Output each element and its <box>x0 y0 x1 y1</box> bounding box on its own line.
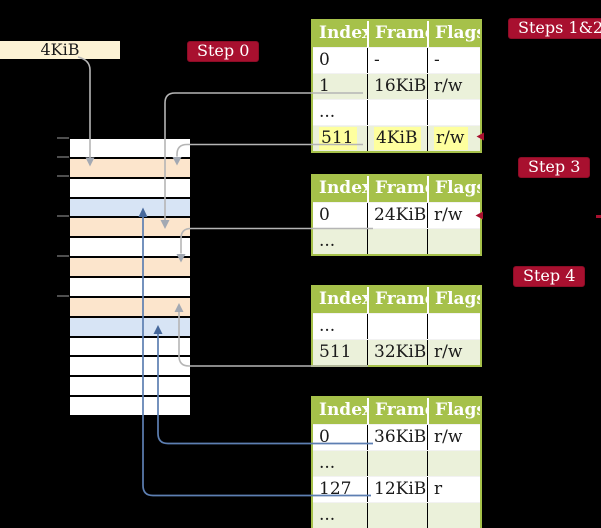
cell-frame: 16KiB <box>367 74 427 99</box>
column-header-frame: Frame <box>367 398 427 424</box>
cell-flags <box>427 100 480 125</box>
page-table-2: Index Frame Flags 0 24KiB r/w ... <box>311 174 482 256</box>
memory-frame-row-orange <box>70 158 190 177</box>
page-table-1: Index Frame Flags 0 - - 1 16KiB r/w ... … <box>311 19 482 153</box>
cell-flags: r/w <box>427 340 480 365</box>
table-row-highlighted: 511 4KiB r/w <box>313 125 480 151</box>
cell-flags <box>427 451 480 476</box>
memory-frame-row-white <box>70 139 190 157</box>
column-header-index: Index <box>319 400 367 420</box>
column-header-frame: Frame <box>367 21 427 47</box>
column-header-flags: Flags <box>427 398 480 424</box>
memory-tick <box>57 137 69 139</box>
memory-frame-row-blue <box>70 198 190 217</box>
cell-index: ... <box>319 231 336 251</box>
cell-frame <box>367 503 427 528</box>
table-row: ... <box>313 99 480 125</box>
cell-flags: r/w <box>427 203 480 228</box>
cell-index: 0 <box>319 50 330 70</box>
memory-frame-row-blue <box>70 317 190 336</box>
table-header-row: Index Frame Flags <box>313 287 480 313</box>
memory-frame-row-white <box>70 357 190 376</box>
column-header-flags: Flags <box>427 176 480 202</box>
highlight: r/w <box>434 127 469 150</box>
memory-tick <box>57 295 69 297</box>
cell-frame <box>367 100 427 125</box>
cell-frame: 32KiB <box>367 340 427 365</box>
cell-flags <box>427 314 480 339</box>
cell-frame <box>367 314 427 339</box>
memory-frame-row-white <box>70 238 190 257</box>
column-header-flags: Flags <box>427 287 480 313</box>
table-row: 511 32KiB r/w <box>313 339 480 365</box>
cell-frame: 12KiB <box>367 477 427 502</box>
memory-tick <box>57 214 69 217</box>
column-header-frame: Frame <box>367 176 427 202</box>
table-row: ... <box>313 502 480 528</box>
memory-tick <box>57 255 69 257</box>
table-row: ... <box>313 228 480 254</box>
column-header-frame: Frame <box>367 287 427 313</box>
cell-frame: - <box>367 48 427 73</box>
memory-tick <box>57 156 69 158</box>
cell-index: ... <box>319 505 336 525</box>
cell-flags: - <box>427 48 480 73</box>
table-row: 0 36KiB r/w <box>313 424 480 450</box>
cell-index: ... <box>319 102 336 122</box>
table-row: 1 16KiB r/w <box>313 73 480 99</box>
cell-flags <box>427 229 480 254</box>
cell-flags: r/w <box>427 126 480 151</box>
cell-frame: 36KiB <box>367 425 427 450</box>
cell-flags: r <box>427 477 480 502</box>
memory-tick <box>57 174 69 177</box>
cell-frame <box>367 229 427 254</box>
cell-index: ... <box>319 316 336 336</box>
table-header-row: Index Frame Flags <box>313 398 480 424</box>
column-header-index: Index <box>319 178 367 198</box>
red-arrow-stub-edge <box>596 215 601 218</box>
cell-index: 0 <box>319 427 330 447</box>
physical-memory-column <box>70 139 190 416</box>
table-header-row: Index Frame Flags <box>313 21 480 47</box>
cell-frame <box>367 451 427 476</box>
table-row: ... <box>313 450 480 476</box>
page-table-3: Index Frame Flags ... 511 32KiB r/w <box>311 285 482 367</box>
column-header-flags: Flags <box>427 21 480 47</box>
table-row: ... <box>313 313 480 339</box>
cell-index: 0 <box>319 205 330 225</box>
cell-flags: r/w <box>427 425 480 450</box>
cell-index: 511 <box>319 342 352 362</box>
memory-frame-row-white <box>70 397 190 416</box>
memory-frame-row-white <box>70 278 190 296</box>
step-4-badge: Step 4 <box>513 266 586 287</box>
step-0-badge: Step 0 <box>187 41 260 62</box>
cell-frame: 24KiB <box>367 203 427 228</box>
memory-frame-row-orange <box>70 258 190 277</box>
table-row: 127 12KiB r <box>313 476 480 502</box>
cell-frame: 4KiB <box>367 126 427 151</box>
table-row: 0 - - <box>313 47 480 73</box>
page-table-4: Index Frame Flags 0 36KiB r/w ... 127 12… <box>311 396 482 528</box>
page-size-label: 4KiB <box>0 41 120 59</box>
cell-index: ... <box>319 453 336 473</box>
highlight: 511 <box>319 127 358 150</box>
highlight: 4KiB <box>374 127 422 150</box>
memory-frame-row-white <box>70 178 190 197</box>
column-header-index: Index <box>319 289 367 309</box>
cell-index: 127 <box>319 479 352 499</box>
steps-1-2-badge: Steps 1&2 <box>508 18 601 39</box>
cell-index: 1 <box>319 76 330 96</box>
cell-flags <box>427 503 480 528</box>
memory-frame-row-white <box>70 337 190 356</box>
memory-frame-row-orange <box>70 218 190 237</box>
table-header-row: Index Frame Flags <box>313 176 480 202</box>
memory-frame-row-orange <box>70 297 190 316</box>
cell-flags: r/w <box>427 74 480 99</box>
table-row: 0 24KiB r/w <box>313 202 480 228</box>
step-3-badge: Step 3 <box>518 157 591 178</box>
memory-frame-row-white <box>70 377 190 396</box>
cell-index: 511 <box>313 126 367 151</box>
column-header-index: Index <box>319 23 367 43</box>
